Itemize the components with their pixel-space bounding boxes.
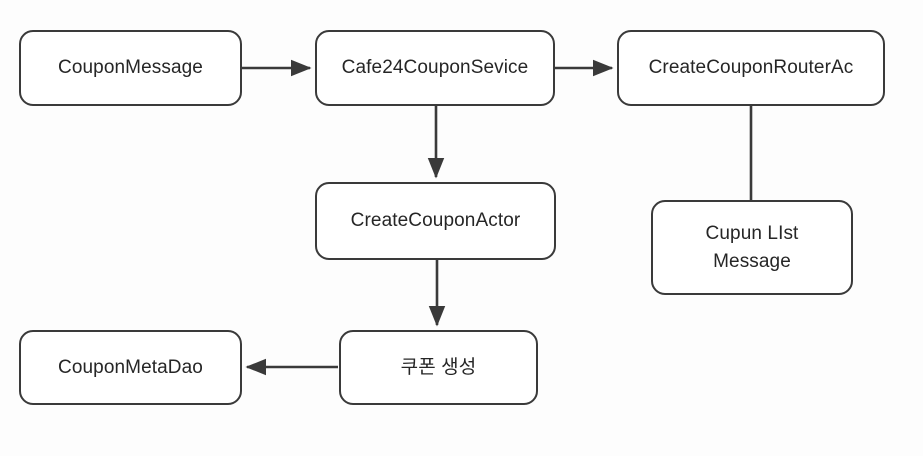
node-cafe24-coupon-sevice[interactable]: Cafe24CouponSevice	[315, 30, 555, 106]
node-cupun-list-message[interactable]: Cupun LIst Message	[651, 200, 853, 295]
node-create-coupon-actor-label: CreateCouponActor	[350, 210, 521, 232]
node-coupon-creation-korean[interactable]: 쿠폰 생성	[339, 330, 538, 405]
node-create-coupon-router-ac-label: CreateCouponRouterAc	[648, 57, 854, 79]
node-coupon-meta-dao-label: CouponMetaDao	[58, 356, 203, 378]
node-create-coupon-actor[interactable]: CreateCouponActor	[315, 182, 556, 260]
node-coupon-message-label: CouponMessage	[58, 57, 203, 79]
node-cupun-list-message-label: Cupun LIst Message	[705, 222, 799, 272]
node-create-coupon-router-ac[interactable]: CreateCouponRouterAc	[617, 30, 885, 106]
node-coupon-message[interactable]: CouponMessage	[19, 30, 242, 106]
node-coupon-creation-korean-label: 쿠폰 생성	[400, 356, 477, 378]
node-cafe24-coupon-sevice-label: Cafe24CouponSevice	[341, 57, 529, 79]
node-coupon-meta-dao[interactable]: CouponMetaDao	[19, 330, 242, 405]
